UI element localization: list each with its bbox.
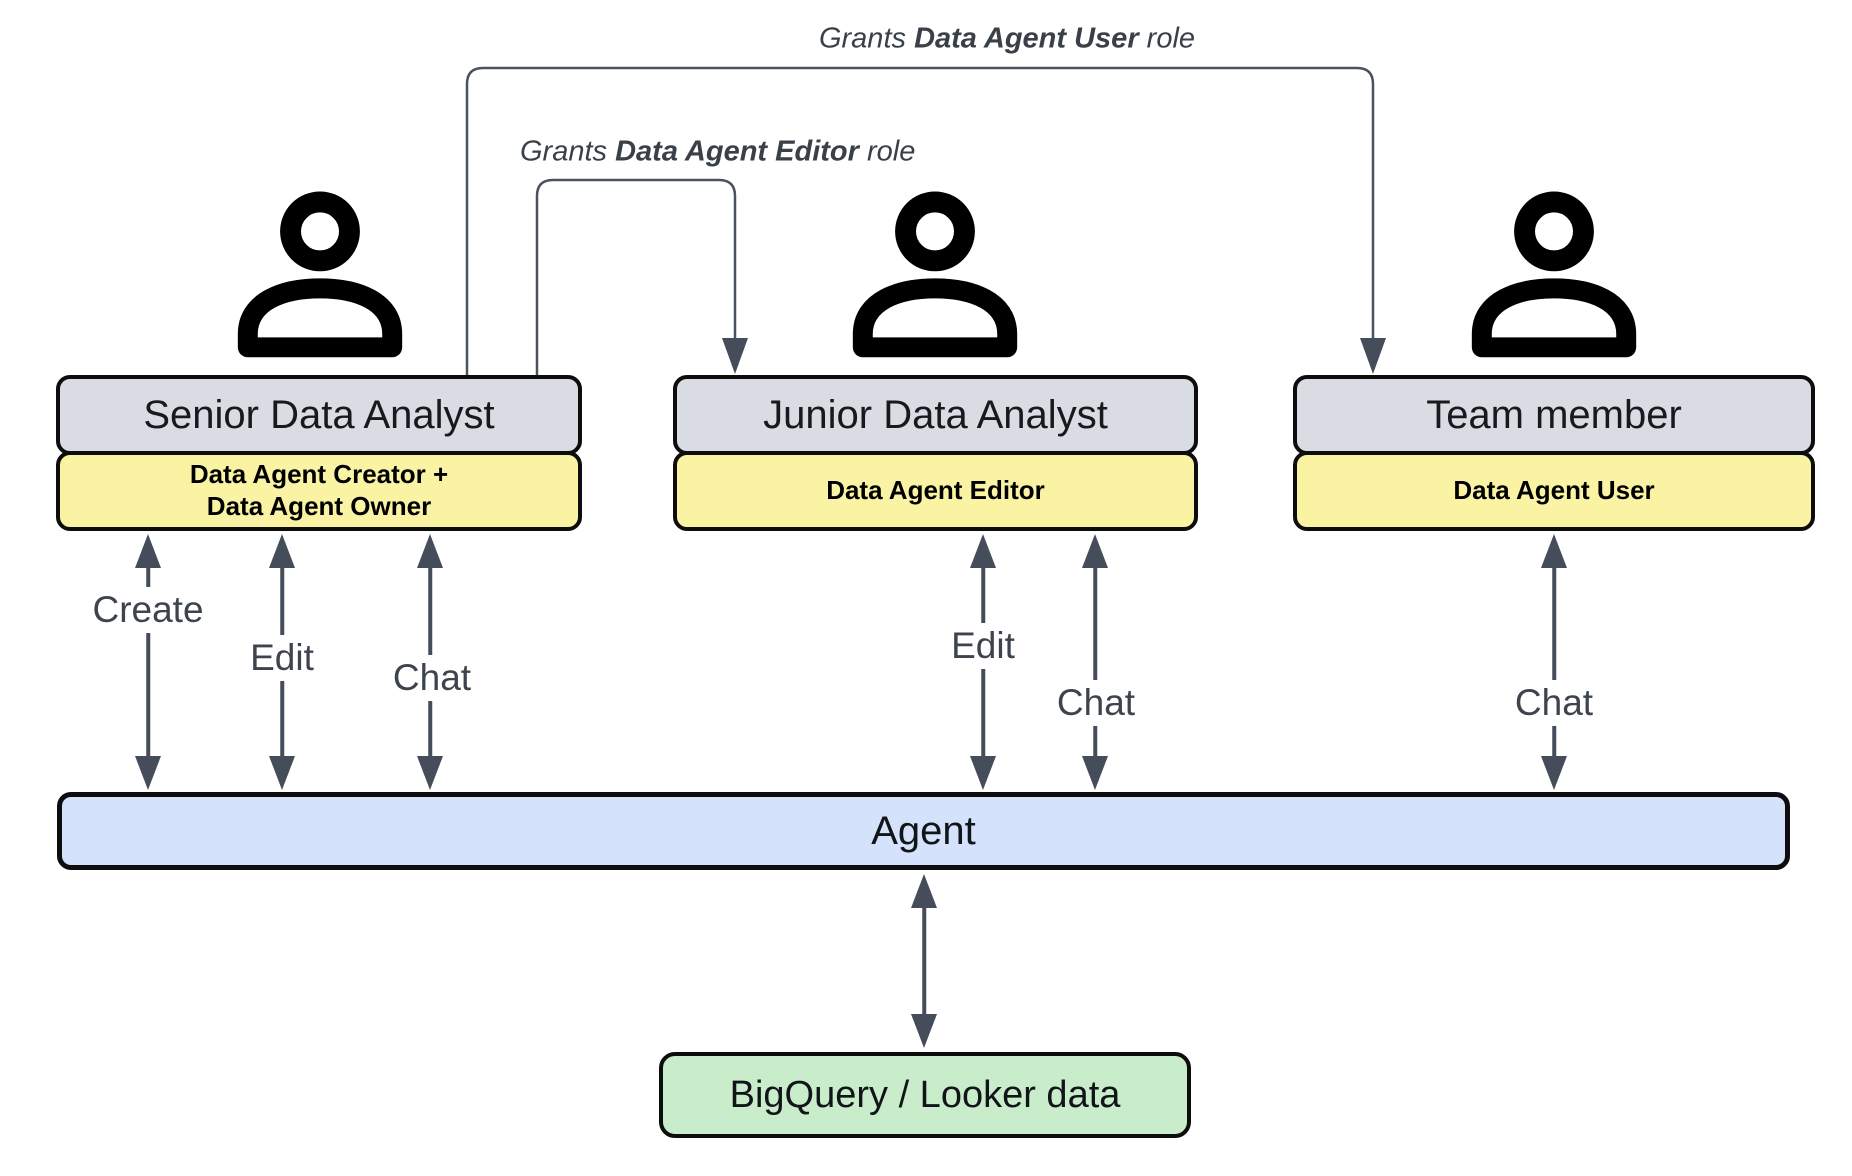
datastore-box: BigQuery / Looker data — [659, 1052, 1191, 1138]
arrowhead-up-icon — [1082, 534, 1108, 568]
arrowhead-up-icon — [135, 534, 161, 568]
grant-user-role-name: Data Agent User — [914, 22, 1139, 55]
chat-arrow-team — [1541, 534, 1567, 790]
chat-label-team: Chat — [1505, 680, 1603, 726]
create-arrow — [135, 534, 161, 790]
arrowhead-up-icon — [269, 534, 295, 568]
role-box-team-member: Data Agent User — [1293, 451, 1815, 531]
arrow-line — [1552, 564, 1556, 760]
actor-title-label: Team member — [1426, 392, 1682, 437]
create-label: Create — [83, 587, 213, 633]
actor-title-label: Junior Data Analyst — [763, 392, 1108, 437]
grant-user-role-label: Grants Data Agent User role — [814, 22, 1200, 56]
arrowhead-up-icon — [970, 534, 996, 568]
arrow-line — [146, 564, 150, 760]
chat-label-junior: Chat — [1047, 680, 1145, 726]
arrowhead-down-icon — [135, 756, 161, 790]
grant-user-pre: Grants — [818, 22, 915, 55]
role-line-1: Data Agent User — [1453, 475, 1655, 506]
person-icon — [840, 182, 1030, 372]
grant-editor-arrowhead-icon — [722, 338, 748, 374]
agent-label: Agent — [871, 808, 976, 853]
arrow-line — [922, 904, 926, 1018]
agent-datastore-arrow — [911, 874, 937, 1048]
grant-editor-role-name: Data Agent Editor — [615, 135, 859, 168]
arrow-line — [1093, 564, 1097, 760]
arrowhead-up-icon — [1541, 534, 1567, 568]
arrowhead-down-icon — [1082, 756, 1108, 790]
grant-user-post: role — [1138, 22, 1196, 55]
arrowhead-up-icon — [417, 534, 443, 568]
role-line-1: Data Agent Editor — [826, 475, 1045, 506]
datastore-label: BigQuery / Looker data — [729, 1073, 1121, 1116]
chat-label-senior: Chat — [383, 655, 481, 701]
role-box-junior: Data Agent Editor — [673, 451, 1198, 531]
actor-title-senior-data-analyst: Senior Data Analyst — [56, 375, 582, 455]
role-line-1: Data Agent Creator + — [189, 459, 449, 490]
role-line-2: Data Agent Owner — [206, 491, 432, 521]
grant-editor-pre: Grants — [520, 135, 616, 168]
arrowhead-down-icon — [970, 756, 996, 790]
arrowhead-up-icon — [911, 874, 937, 908]
actor-title-junior-data-analyst: Junior Data Analyst — [673, 375, 1198, 455]
arrowhead-down-icon — [911, 1014, 937, 1048]
role-box-senior: Data Agent Creator + Data Agent Owner — [56, 451, 582, 531]
actor-title-team-member: Team member — [1293, 375, 1815, 455]
chat-arrow-junior — [1082, 534, 1108, 790]
grant-editor-arrow-path — [535, 178, 737, 378]
arrowhead-down-icon — [1541, 756, 1567, 790]
edit-label-junior: Edit — [942, 623, 1024, 669]
arrowhead-down-icon — [269, 756, 295, 790]
edit-label-senior: Edit — [241, 635, 323, 681]
arrowhead-down-icon — [417, 756, 443, 790]
person-icon — [225, 182, 415, 372]
agent-bar: Agent — [57, 792, 1790, 870]
actor-title-label: Senior Data Analyst — [143, 392, 495, 437]
grant-editor-role-label: Grants Data Agent Editor role — [516, 135, 920, 169]
person-icon — [1459, 182, 1649, 372]
grant-user-arrowhead-icon — [1360, 338, 1386, 374]
grant-editor-post: role — [858, 135, 916, 168]
